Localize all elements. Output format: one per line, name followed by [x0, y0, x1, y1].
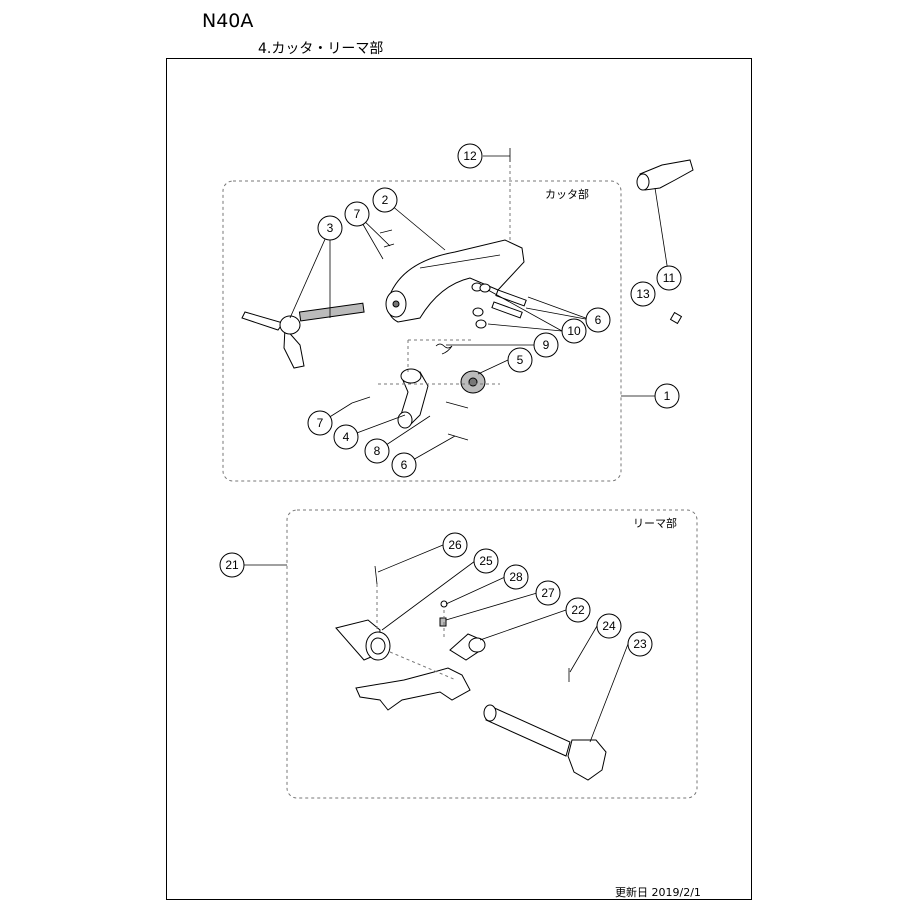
svg-text:25: 25: [479, 554, 493, 568]
svg-text:12: 12: [463, 149, 477, 163]
callout-28: 28: [503, 564, 529, 590]
lever-holder-part: [636, 159, 694, 191]
reamer-group-box: [286, 509, 698, 799]
callout-7: 7: [344, 201, 370, 227]
svg-text:2: 2: [382, 193, 389, 207]
callout-5: 5: [507, 347, 533, 373]
svg-text:26: 26: [448, 538, 462, 552]
callout-21: 21: [219, 552, 245, 578]
svg-text:3: 3: [327, 221, 334, 235]
svg-text:9: 9: [543, 338, 550, 352]
callout-11: 11: [656, 265, 682, 291]
section-title: 4.カッタ・リーマ部: [258, 41, 384, 57]
svg-text:21: 21: [225, 558, 239, 572]
spring-part: [435, 343, 453, 355]
svg-text:11: 11: [663, 271, 676, 285]
callout-4: 4: [333, 424, 359, 450]
svg-text:10: 10: [567, 324, 581, 338]
svg-text:27: 27: [541, 586, 555, 600]
callout-1: 1: [654, 383, 680, 409]
reamer-knob-part: [567, 739, 607, 781]
callout-24: 24: [596, 613, 622, 639]
update-date: 更新日 2019/2/1: [615, 886, 701, 899]
callout-10: 10: [561, 318, 587, 344]
callout-6b: 6: [391, 452, 417, 478]
callout-25: 25: [473, 548, 499, 574]
callout-22: 22: [565, 597, 591, 623]
svg-text:4: 4: [343, 430, 350, 444]
svg-text:22: 22: [571, 603, 585, 617]
svg-text:24: 24: [602, 619, 616, 633]
callout-7b: 7: [307, 410, 333, 436]
cutter-wheel-part: [460, 370, 486, 394]
svg-text:7: 7: [354, 207, 361, 221]
callout-9: 9: [533, 332, 559, 358]
svg-text:28: 28: [509, 570, 523, 584]
callout-27: 27: [535, 580, 561, 606]
reamer-group-label: リーマ部: [633, 516, 677, 530]
svg-text:1: 1: [664, 389, 671, 403]
pins-and-bushes: [351, 148, 683, 441]
callout-6: 6: [585, 307, 611, 333]
pivot-link-part: [397, 368, 429, 429]
cutter-group-label: カッタ部: [545, 187, 589, 201]
drawing-frame: [166, 58, 752, 900]
cutter-assembly-lines: [378, 165, 511, 385]
svg-text:6: 6: [401, 458, 408, 472]
reamer-lever-part: [355, 633, 486, 711]
cutter-group-box: [222, 180, 622, 482]
reamer-shaft-part: [483, 704, 571, 757]
callout-3: 3: [317, 215, 343, 241]
reamer-assembly-lines: [376, 584, 457, 681]
cutter-arm-part: [385, 239, 525, 323]
callout-23: 23: [627, 631, 653, 657]
model-number: N40A: [202, 10, 254, 32]
feed-screw-handle-part: [241, 302, 365, 369]
reamer-cone-part: [335, 619, 391, 661]
svg-text:5: 5: [517, 353, 524, 367]
callout-26: 26: [442, 532, 468, 558]
svg-text:13: 13: [636, 287, 650, 301]
reamer-pins: [374, 565, 570, 682]
svg-text:6: 6: [595, 313, 602, 327]
svg-text:8: 8: [374, 444, 381, 458]
callout-2: 2: [372, 187, 398, 213]
callout-8: 8: [364, 438, 390, 464]
callout-13: 13: [630, 281, 656, 307]
svg-text:7: 7: [317, 416, 324, 430]
callout-12: 12: [457, 143, 483, 169]
svg-text:23: 23: [633, 637, 647, 651]
